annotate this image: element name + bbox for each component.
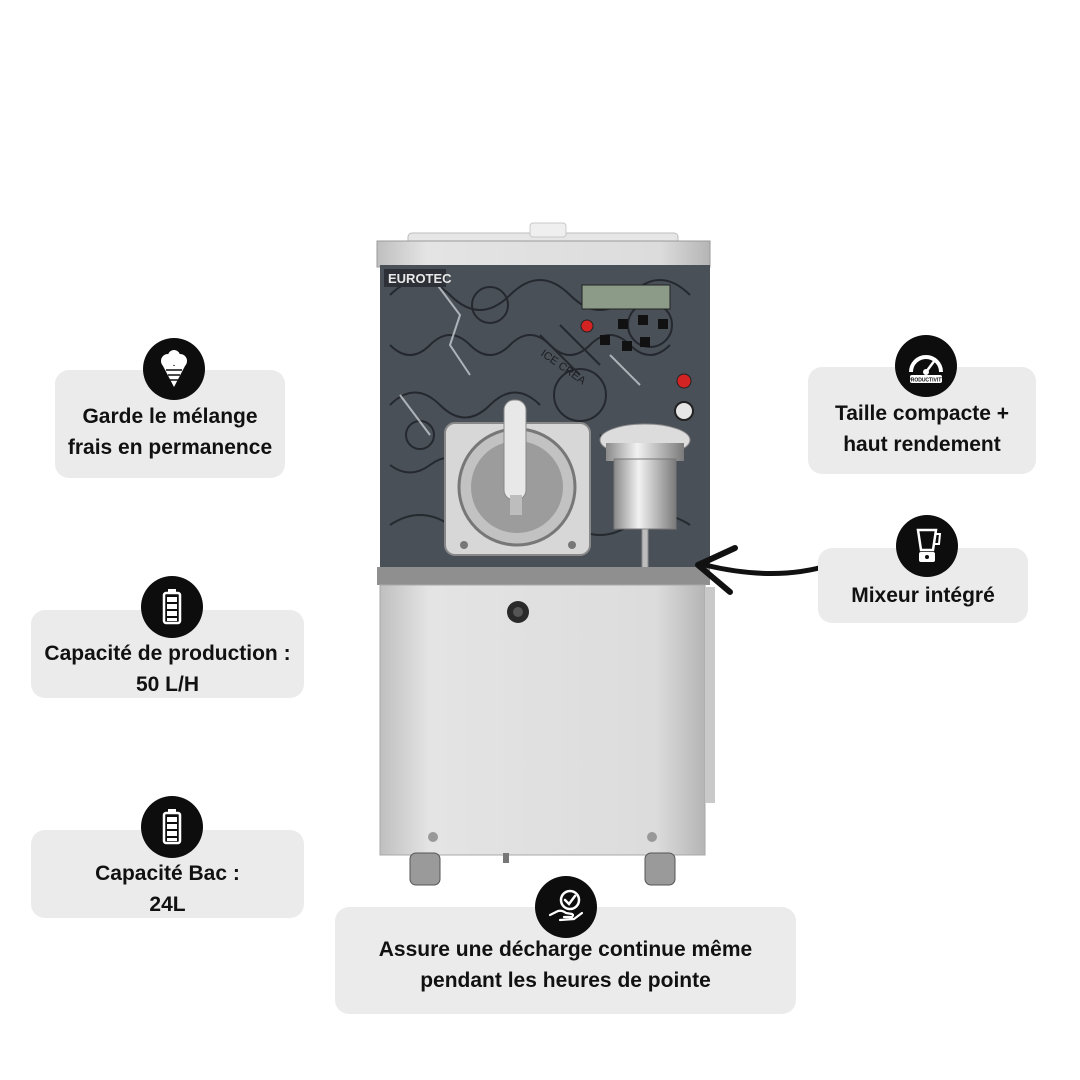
feature-line: Taille compacte +	[834, 402, 1010, 425]
feature-line: haut rendement	[843, 433, 1001, 456]
feature-line: frais en permanence	[67, 436, 273, 459]
feature-line: Garde le mélange	[82, 405, 258, 428]
productivity-label: PRODUCTIVITY	[907, 378, 945, 384]
feature-line: Capacité de production :	[44, 642, 291, 665]
ice-cream-machine-image: EUROTEC ICE CREA	[376, 222, 715, 886]
battery-icon	[141, 796, 203, 858]
mixer-pointer-arrow	[695, 545, 833, 595]
battery-icon	[141, 576, 203, 638]
feature-line: pendant les heures de pointe	[420, 969, 711, 992]
brand-label: EUROTEC	[388, 271, 452, 286]
productivity-gauge-icon: PRODUCTIVITY	[895, 335, 957, 397]
feature-line: Mixeur intégré	[851, 584, 995, 607]
feature-card-fresh-mix: Garde le mélange frais en permanence	[55, 370, 285, 478]
hand-check-icon	[535, 876, 597, 938]
feature-line: Assure une décharge continue même	[378, 938, 753, 961]
ice-cream-cone-icon	[143, 338, 205, 400]
feature-line: 50 L/H	[135, 673, 200, 696]
blender-icon	[896, 515, 958, 577]
feature-line: Capacité Bac :	[95, 862, 240, 885]
feature-line: 24L	[149, 893, 186, 916]
